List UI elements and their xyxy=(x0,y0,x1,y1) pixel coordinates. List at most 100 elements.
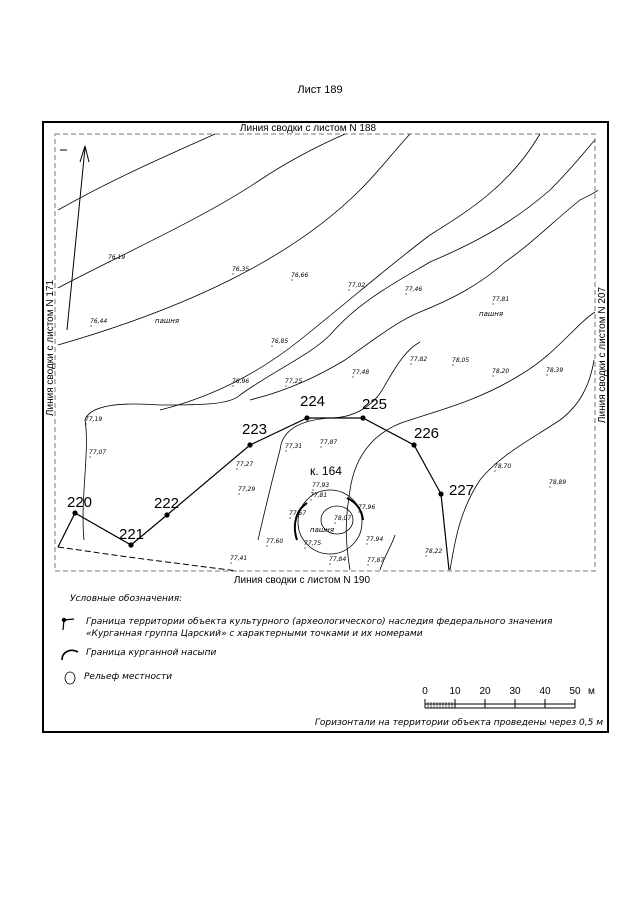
elevation-label: 77,84 xyxy=(329,556,346,563)
elevation-point xyxy=(492,375,494,377)
legend-item-1-line-2: «Курганная группа Царский» с характерным… xyxy=(86,629,423,639)
edge-label-left: Линия сводки с листом N 171 xyxy=(45,279,56,416)
elevation-label: 77,93 xyxy=(312,482,329,489)
elevation-label: 76,35 xyxy=(232,266,249,273)
boundary-point-label: 227 xyxy=(449,482,474,499)
legend-item-1-line-1: Граница территории объекта культурного (… xyxy=(86,617,553,627)
boundary-point-label: 223 xyxy=(242,421,267,438)
legend-item-2: Граница курганной насыпи xyxy=(86,648,217,658)
scale-tick-label: 0 xyxy=(422,686,428,697)
elevation-label: 78,05 xyxy=(452,357,469,364)
elevation-point xyxy=(352,376,354,378)
elevation-label: 76,85 xyxy=(271,338,288,345)
scale-tick-label: 10 xyxy=(449,686,461,697)
elevation-point xyxy=(90,325,92,327)
elevation-point xyxy=(230,562,232,564)
elevation-label: 78,07 xyxy=(334,515,351,522)
elevation-point xyxy=(285,450,287,452)
elevation-label: 77,27 xyxy=(236,461,253,468)
field-label-3: пашня xyxy=(310,526,334,534)
boundary-point-label: 220 xyxy=(67,494,92,511)
elevation-label: 78,70 xyxy=(494,463,511,470)
mound-boundary-right xyxy=(346,497,364,521)
boundary-point-label: 224 xyxy=(300,393,325,410)
elevation-label: 77,81 xyxy=(310,492,327,499)
elevation-point xyxy=(285,385,287,387)
elevation-label: 76,66 xyxy=(291,272,308,279)
elevation-point xyxy=(236,468,238,470)
elevation-label: 77,02 xyxy=(348,282,365,289)
boundary-point-marker xyxy=(360,415,366,421)
legend-item-3: Рельеф местности xyxy=(84,672,172,682)
edge-label-right: Линия сводки с листом N 207 xyxy=(597,286,608,423)
scale-tick-label: 30 xyxy=(509,686,521,697)
boundary-point-label: 221 xyxy=(119,526,144,543)
elevation-point xyxy=(492,303,494,305)
field-label-1: пашня xyxy=(155,317,179,325)
elevation-label: 77,41 xyxy=(230,555,247,562)
elevation-point xyxy=(85,423,87,425)
elevation-point xyxy=(304,547,306,549)
boundary-point-label: 226 xyxy=(414,425,439,442)
elevation-label: 76,96 xyxy=(232,378,249,385)
elevation-label: 78,20 xyxy=(492,368,509,375)
elevation-label: 77,25 xyxy=(285,378,302,385)
elevation-point xyxy=(358,511,360,513)
elevation-label: 77,19 xyxy=(85,416,102,423)
elevation-point xyxy=(546,374,548,376)
elevation-point xyxy=(310,499,312,501)
sheet-boundary-dashed xyxy=(54,133,596,572)
elevation-label: 77,29 xyxy=(238,486,255,493)
boundary-point-label: 222 xyxy=(154,495,179,512)
elevation-point xyxy=(89,456,91,458)
elevation-point xyxy=(266,545,268,547)
mound-boundary xyxy=(293,502,308,541)
elevation-label: 77,82 xyxy=(410,356,427,363)
elevation-point xyxy=(289,517,291,519)
elevation-point xyxy=(320,446,322,448)
north-arrow-icon xyxy=(60,145,90,331)
elevation-label: 78,89 xyxy=(549,479,566,486)
edge-label-top: Линия сводки с листом N 188 xyxy=(240,123,377,134)
mound-label: к. 164 xyxy=(310,464,342,478)
boundary-point-marker xyxy=(411,442,417,448)
elevation-point xyxy=(312,489,314,491)
boundary-point-marker xyxy=(72,510,78,516)
elevation-point xyxy=(334,522,336,524)
elevation-label: 77,75 xyxy=(304,540,321,547)
boundary-point-marker xyxy=(128,542,134,548)
elevation-label: 77,46 xyxy=(405,286,422,293)
boundary-point-marker xyxy=(164,512,170,518)
legend-mound-boundary-icon xyxy=(61,649,79,661)
elevation-point xyxy=(366,543,368,545)
elevation-label: 77,87 xyxy=(320,439,337,446)
elevation-point xyxy=(348,289,350,291)
elevation-point xyxy=(271,345,273,347)
elevation-point xyxy=(549,486,551,488)
elevation-label: 77,48 xyxy=(352,369,369,376)
legend-title: Условные обозначения: xyxy=(70,594,182,604)
elevation-label: 77,87 xyxy=(367,557,384,564)
elevation-label: 77,96 xyxy=(358,504,375,511)
scale-tick-label: 50 xyxy=(569,686,581,697)
scale-tick-label: 40 xyxy=(539,686,551,697)
contour-lines xyxy=(57,133,599,571)
elevation-label: 77,60 xyxy=(266,538,283,545)
elevation-label: 76,19 xyxy=(108,254,125,261)
elevation-point xyxy=(108,261,110,263)
elevation-point xyxy=(494,470,496,472)
scale-tick-label: 20 xyxy=(479,686,491,697)
legend: Условные обозначения: Граница территории… xyxy=(61,594,553,685)
legend-relief-icon xyxy=(64,671,76,685)
sheet-frame xyxy=(42,121,609,733)
elevation-point xyxy=(329,563,331,565)
elevation-label: 77,67 xyxy=(289,510,306,517)
elevation-point xyxy=(452,364,454,366)
elevation-label: 77,07 xyxy=(89,449,106,456)
elevation-marks: 76,1976,4476,3576,6676,8577,0277,4677,81… xyxy=(85,254,566,566)
elevation-point xyxy=(232,385,234,387)
field-label-2: пашня xyxy=(479,310,503,318)
elevation-point xyxy=(238,493,240,495)
